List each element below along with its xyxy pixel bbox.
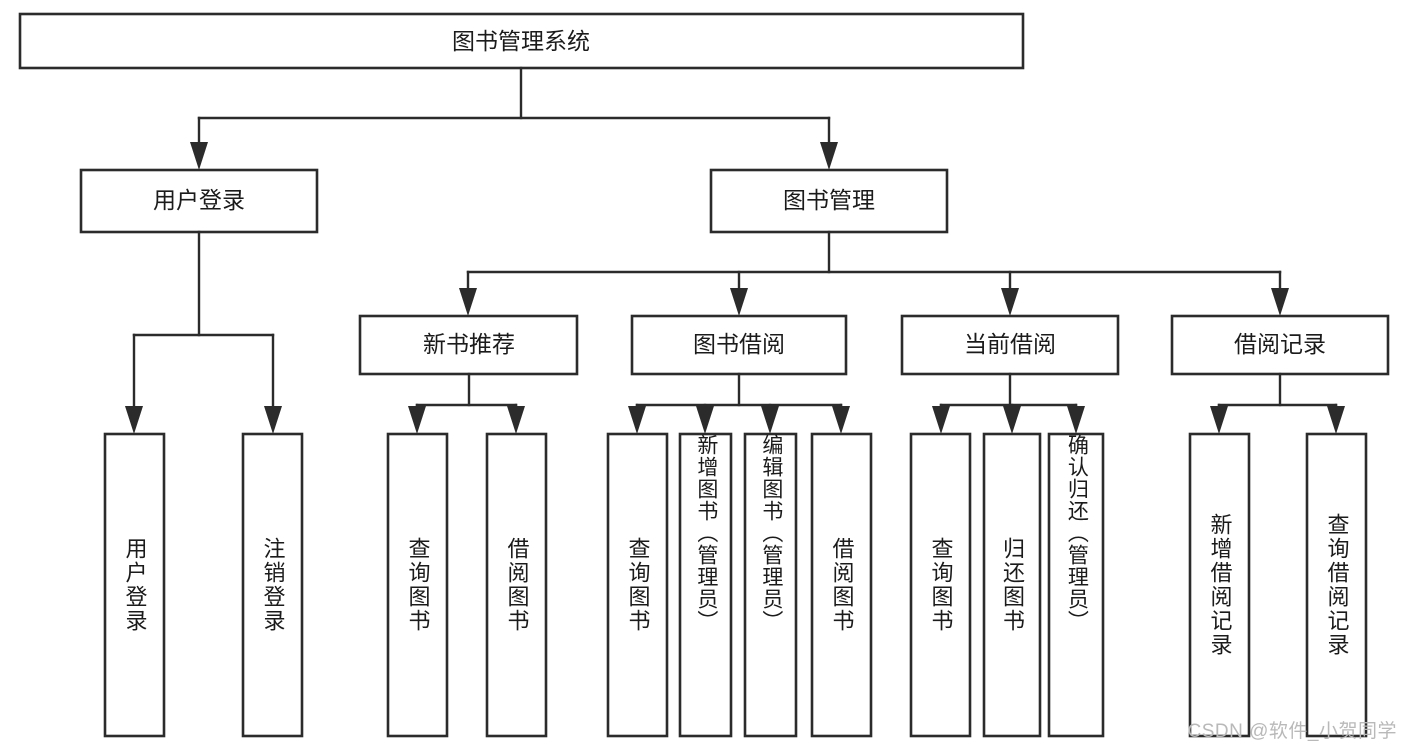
leaf-box-logout[interactable] — [241, 432, 304, 738]
level2-label-new-book-recommend: 新书推荐 — [423, 331, 515, 357]
level2-box-current-borrow[interactable] — [900, 314, 1120, 376]
arrow-head-icon — [1271, 288, 1289, 316]
connector-new-book-recommend-to-leaves — [408, 372, 525, 434]
root-label: 图书管理系统 — [452, 28, 590, 54]
leaf-box-add-book-admin[interactable] — [678, 432, 733, 738]
arrow-head-icon — [190, 142, 208, 170]
connector-root-to-level1 — [190, 66, 838, 170]
arrow-head-icon — [1001, 288, 1019, 316]
node-user-login[interactable]: 用户登录 — [79, 168, 319, 234]
arrow-head-icon — [125, 406, 143, 434]
level2-label-current-borrow: 当前借阅 — [964, 331, 1056, 357]
node-book-borrow[interactable]: 图书借阅 — [630, 314, 848, 376]
root-box[interactable] — [18, 12, 1025, 70]
leaf-box-edit-book-admin[interactable] — [743, 432, 798, 738]
node-borrow-record[interactable]: 借阅记录 — [1170, 314, 1390, 376]
arrow-head-icon — [507, 406, 525, 434]
arrow-head-icon — [1067, 406, 1085, 434]
arrow-head-icon — [696, 406, 714, 434]
leaf-box-borrow-book[interactable] — [810, 432, 873, 738]
arrow-head-icon — [820, 142, 838, 170]
arrow-head-icon — [459, 288, 477, 316]
leaf-box-add-borrow-record[interactable] — [1188, 432, 1251, 738]
connector-user-login-to-leaves — [125, 230, 282, 434]
arrow-head-icon — [932, 406, 950, 434]
arrow-head-icon — [832, 406, 850, 434]
connector-current-borrow-to-leaves — [932, 372, 1085, 434]
node-new-book-recommend[interactable]: 新书推荐 — [358, 314, 579, 376]
leaf-box-user-login[interactable] — [103, 432, 166, 738]
leaf-box-search-book-borrow[interactable] — [606, 432, 669, 738]
level2-label-borrow-record: 借阅记录 — [1234, 331, 1326, 357]
arrow-head-icon — [730, 288, 748, 316]
level1-box-user-login[interactable] — [79, 168, 319, 234]
connector-book-management-to-level2 — [459, 230, 1289, 316]
connector-book-borrow-to-leaves — [628, 372, 850, 434]
leaf-box-search-borrow-record[interactable] — [1305, 432, 1368, 738]
leaf-box-search-book-current[interactable] — [909, 432, 972, 738]
level1-label-book-management: 图书管理 — [783, 187, 875, 213]
leaf-box-borrow-book-rec[interactable] — [485, 432, 548, 738]
node-current-borrow[interactable]: 当前借阅 — [900, 314, 1120, 376]
arrow-head-icon — [408, 406, 426, 434]
leaf-box-search-book-rec[interactable] — [386, 432, 449, 738]
level1-label-user-login: 用户登录 — [153, 187, 245, 213]
node-book-management[interactable]: 图书管理 — [709, 168, 949, 234]
leaf-boxes — [103, 432, 1368, 738]
level2-label-book-borrow: 图书借阅 — [693, 331, 785, 357]
arrow-head-icon — [264, 406, 282, 434]
arrow-head-icon — [761, 406, 779, 434]
connector-borrow-record-to-leaves — [1210, 372, 1345, 434]
arrow-head-icon — [1003, 406, 1021, 434]
level2-box-new-book-recommend[interactable] — [358, 314, 579, 376]
node-root[interactable]: 图书管理系统 — [18, 12, 1025, 70]
arrow-head-icon — [1210, 406, 1228, 434]
leaf-box-confirm-return-admin[interactable] — [1047, 432, 1105, 738]
arrow-head-icon — [1327, 406, 1345, 434]
arrow-head-icon — [628, 406, 646, 434]
leaf-box-return-book[interactable] — [982, 432, 1042, 738]
